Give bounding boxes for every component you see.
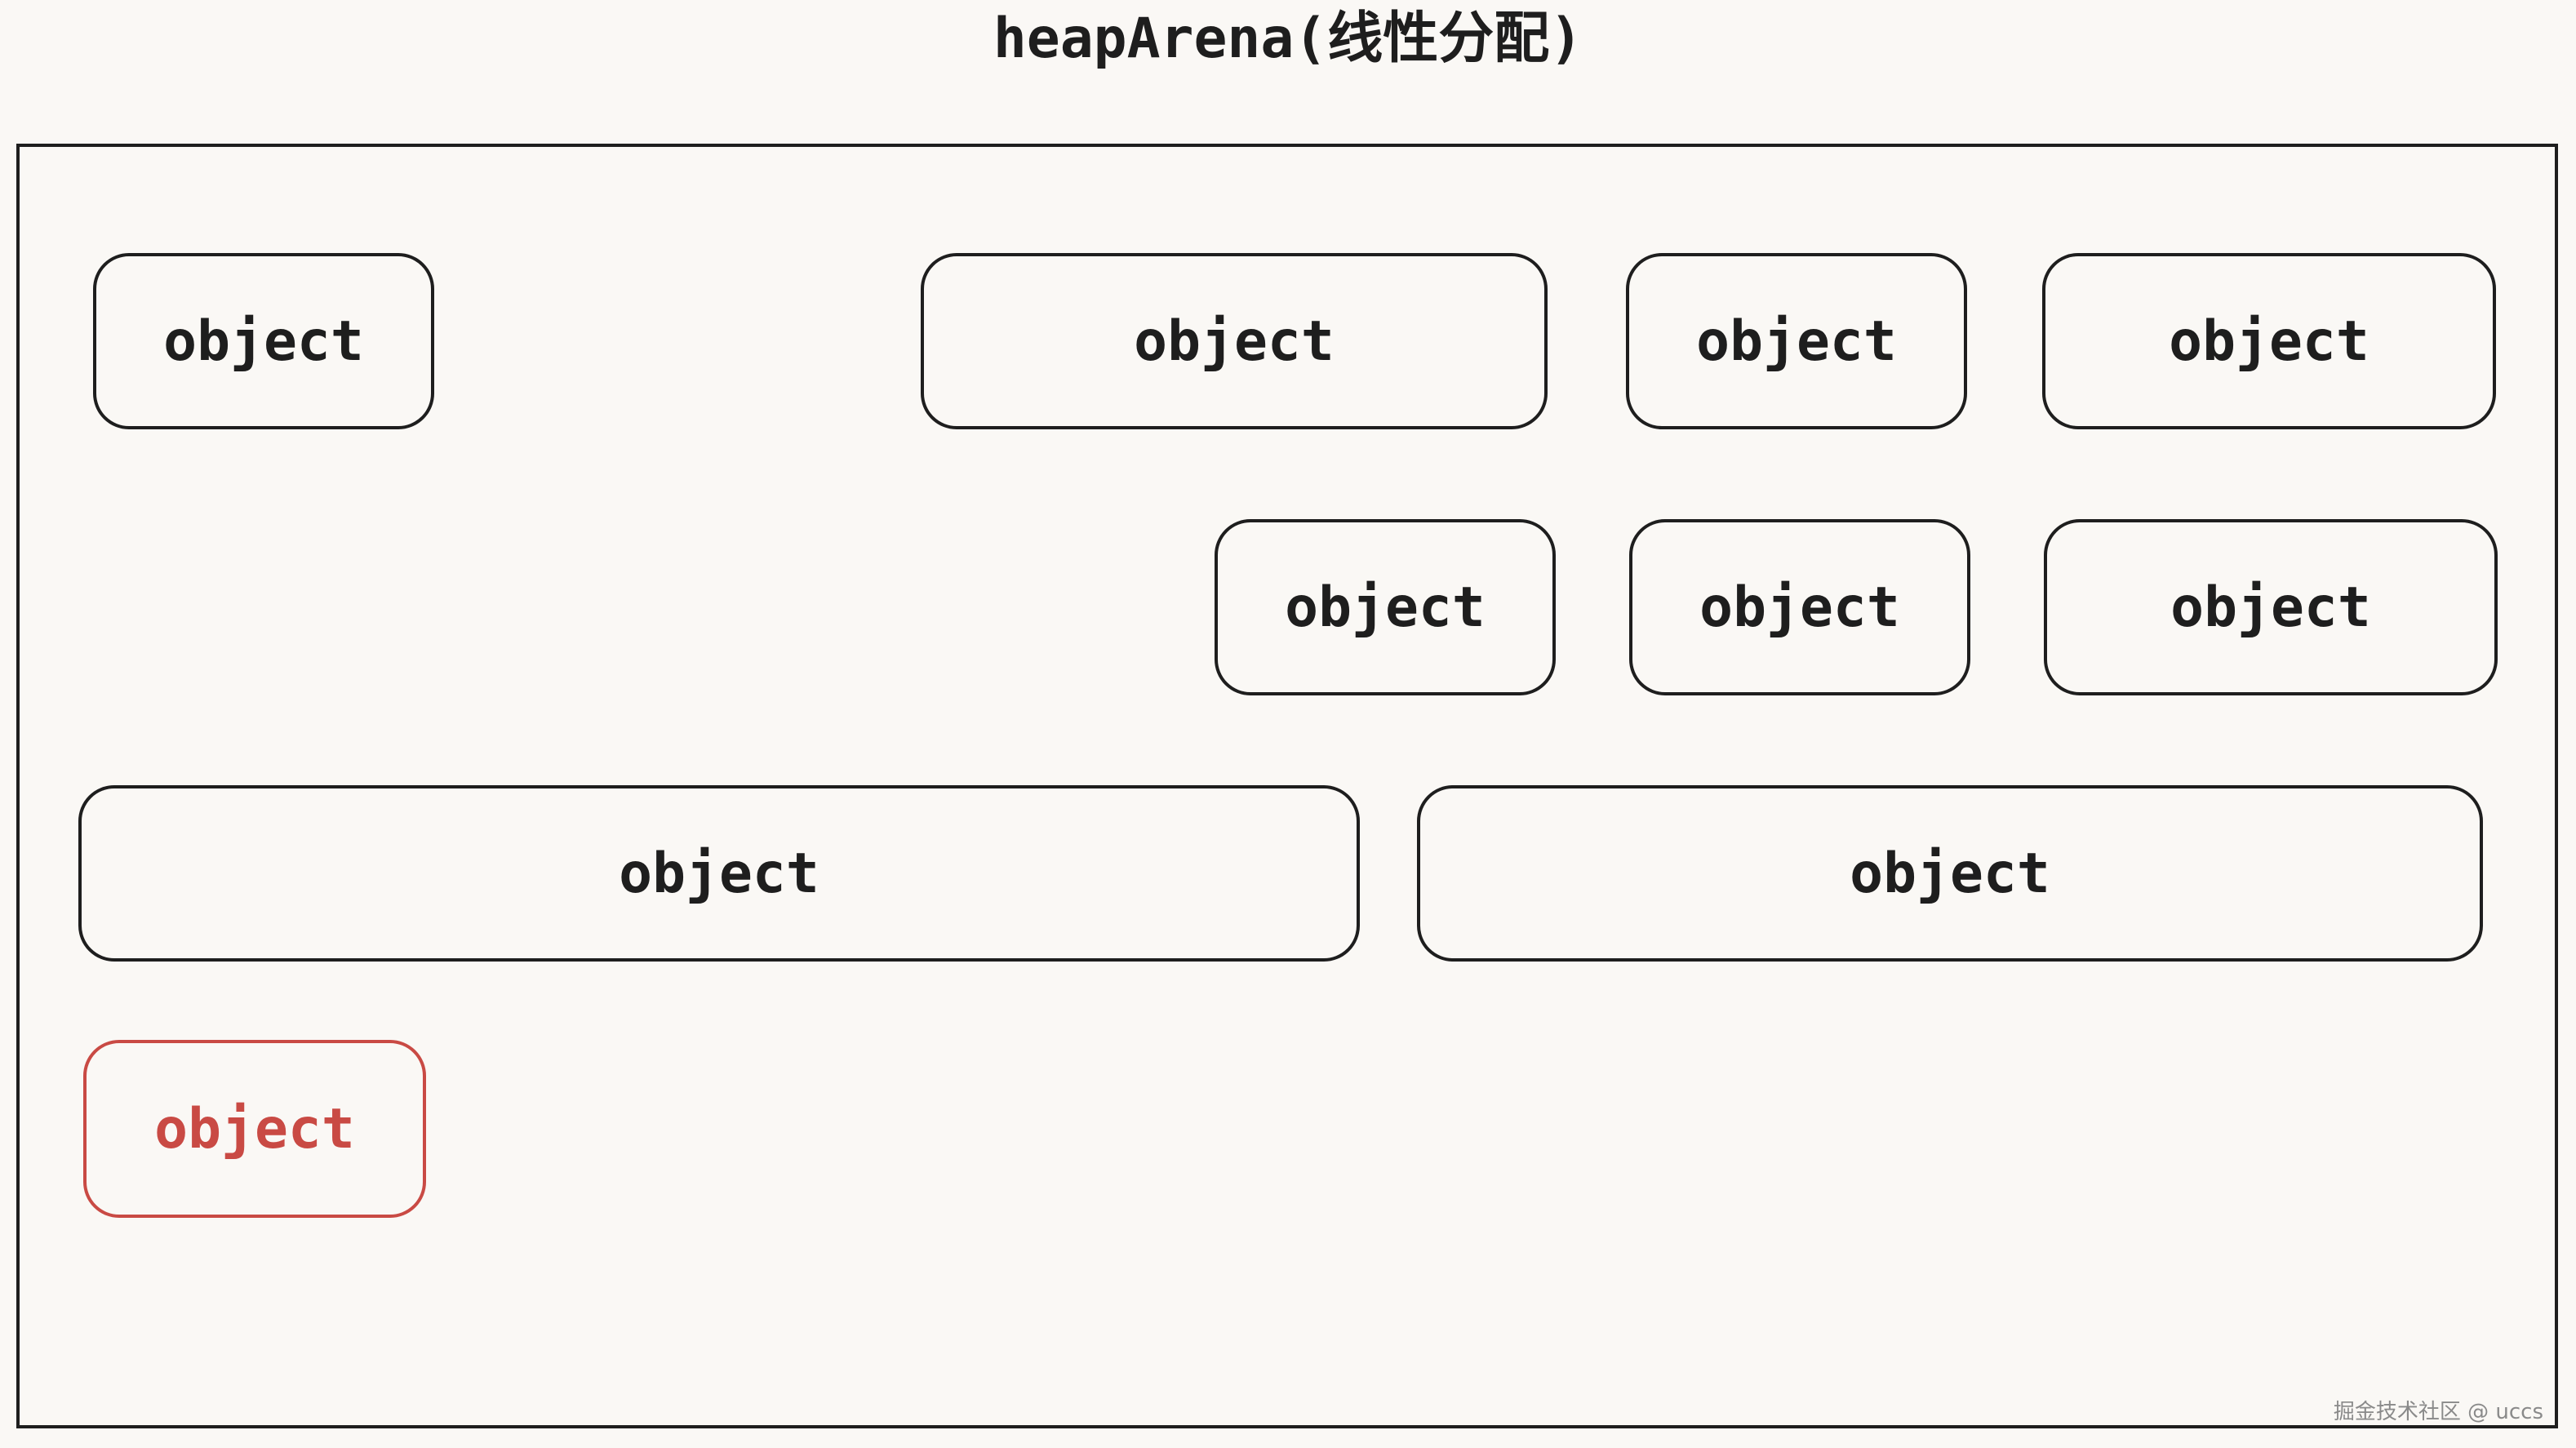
object-block: object (93, 253, 434, 429)
object-block: object (2042, 253, 2496, 429)
object-block: object (1417, 785, 2483, 962)
new-object-block: object (83, 1040, 426, 1218)
object-block: object (78, 785, 1360, 962)
heap-arena-box (16, 144, 2558, 1428)
object-block: object (921, 253, 1548, 429)
object-block: object (2044, 519, 2498, 695)
watermark: 掘金技术社区 @ uccs (2333, 1400, 2543, 1424)
diagram-title: heapArena(线性分配) (993, 7, 1583, 71)
object-block: object (1626, 253, 1967, 429)
object-block: object (1215, 519, 1556, 695)
object-block: object (1629, 519, 1970, 695)
